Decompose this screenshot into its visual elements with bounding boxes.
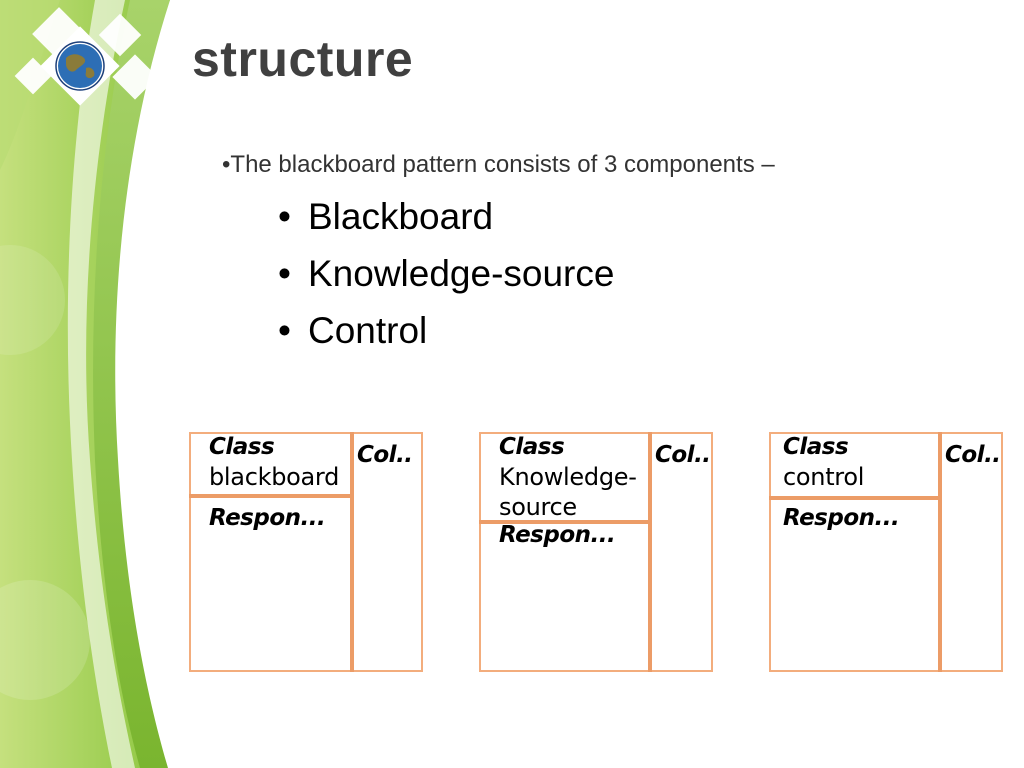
- list-item: • Control: [278, 308, 614, 365]
- card-col-label: Col..: [357, 442, 413, 468]
- card-respon-label: Respon...: [499, 522, 616, 548]
- card-class-name: blackboard: [209, 463, 340, 491]
- crc-card-blackboard: Class blackboard Respon... Col..: [189, 432, 423, 672]
- card-respon-label: Respon...: [209, 505, 326, 531]
- bullet-marker: •: [278, 196, 291, 237]
- card-class-label: Class: [783, 434, 849, 460]
- crc-card-knowledge-source: Class Knowledge-source Respon... Col..: [479, 432, 713, 672]
- card-class-name: Knowledge-source: [499, 463, 637, 521]
- list-item: • Blackboard: [278, 194, 614, 251]
- intro-text: •The blackboard pattern consists of 3 co…: [222, 151, 775, 178]
- card-class-label: Class: [209, 434, 275, 460]
- card-respon-label: Respon...: [783, 505, 900, 531]
- card-row-divider: [769, 496, 940, 500]
- list-item-label: Blackboard: [308, 196, 494, 237]
- globe-logo: [40, 26, 120, 106]
- list-item-label: Control: [308, 310, 428, 351]
- card-col-label: Col..: [655, 442, 711, 468]
- bullet-marker: •: [278, 253, 291, 294]
- card-class-name: control: [783, 463, 865, 491]
- slide-title: structure: [192, 31, 414, 87]
- card-column-divider: [648, 432, 652, 672]
- card-column-divider: [938, 432, 942, 672]
- bullet-marker: •: [278, 310, 291, 351]
- card-row-divider: [189, 494, 352, 498]
- component-list: • Blackboard • Knowledge-source • Control: [278, 194, 614, 365]
- list-item-label: Knowledge-source: [308, 253, 615, 294]
- card-column-divider: [350, 432, 354, 672]
- card-class-label: Class: [499, 434, 565, 460]
- card-row-divider: [479, 520, 650, 524]
- card-col-label: Col..: [945, 442, 1001, 468]
- list-item: • Knowledge-source: [278, 251, 614, 308]
- crc-card-control: Class control Respon... Col..: [769, 432, 1003, 672]
